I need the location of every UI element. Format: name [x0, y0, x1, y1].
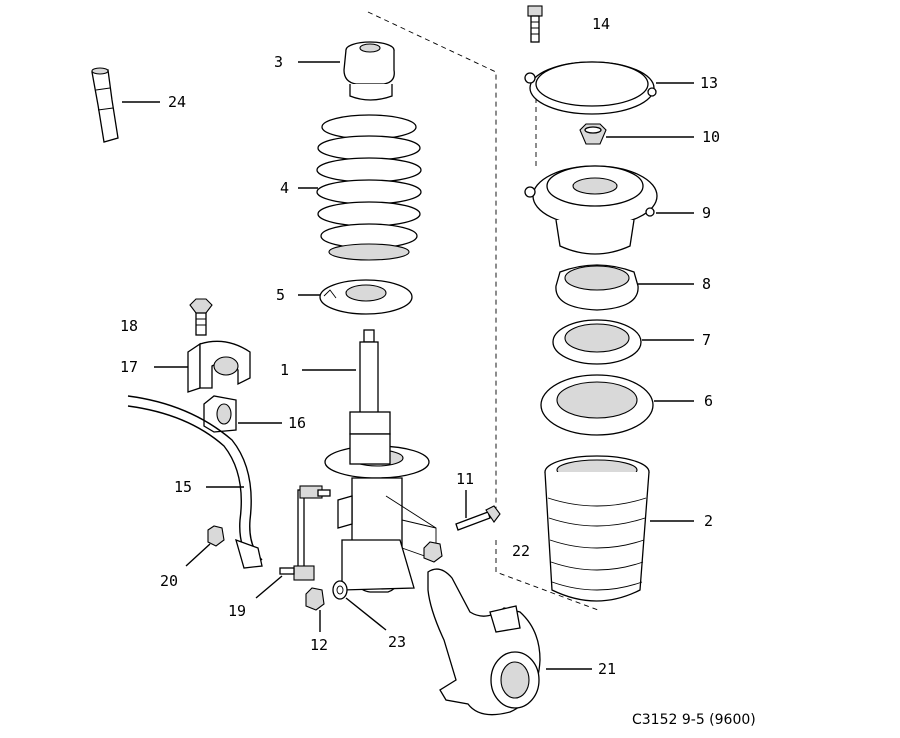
callout-16: 16 — [288, 414, 306, 432]
part-17-clamp — [187, 340, 251, 393]
part-13-cover-plate — [524, 61, 657, 115]
callout-1: 1 — [280, 361, 289, 379]
part-20-nut — [207, 525, 225, 547]
figure-reference: C3152 9-5 (9600) — [632, 712, 756, 728]
part-2-dust-boot — [544, 455, 650, 602]
callout-12: 12 — [310, 636, 328, 654]
part-14-bolt — [527, 5, 543, 43]
callout-18: 18 — [120, 317, 138, 335]
part-8-bearing — [555, 264, 639, 311]
leader-lines — [122, 61, 694, 670]
part-3-bump-stop — [343, 41, 395, 101]
callout-15: 15 — [174, 478, 192, 496]
part-1-strut — [324, 329, 437, 593]
callout-labels: 3 4 5 1 24 14 13 10 9 8 7 6 2 18 17 16 1… — [120, 15, 720, 678]
part-15-stabilizer-bar — [127, 395, 263, 569]
assembly-guide-lines — [367, 11, 599, 611]
part-22-nut — [423, 541, 443, 563]
callout-19: 19 — [228, 602, 246, 620]
callout-6: 6 — [704, 392, 713, 410]
part-18-bolt — [189, 298, 213, 336]
callout-10: 10 — [702, 128, 720, 146]
callout-4: 4 — [280, 179, 289, 197]
callout-2: 2 — [704, 512, 713, 530]
callout-14: 14 — [592, 15, 610, 33]
callout-9: 9 — [702, 204, 711, 222]
callout-22: 22 — [512, 542, 530, 560]
part-12-nut — [305, 587, 325, 611]
part-4-coil-spring — [316, 114, 422, 261]
part-6-upper-seat — [540, 374, 654, 436]
callout-11: 11 — [456, 470, 474, 488]
part-16-bushing — [203, 395, 237, 433]
callout-5: 5 — [276, 286, 285, 304]
part-10-nut — [579, 123, 607, 145]
part-24-sleeve — [91, 67, 119, 143]
callout-20: 20 — [160, 572, 178, 590]
callout-7: 7 — [702, 331, 711, 349]
part-7-ring — [552, 319, 642, 365]
stabilizer-link — [279, 485, 331, 581]
callout-17: 17 — [120, 358, 138, 376]
part-23-washer — [332, 580, 348, 600]
callout-8: 8 — [702, 275, 711, 293]
callout-3: 3 — [274, 53, 283, 71]
part-5-spring-seat — [319, 279, 413, 315]
callout-21: 21 — [598, 660, 616, 678]
callout-23: 23 — [388, 633, 406, 651]
callout-24: 24 — [168, 93, 186, 111]
callout-13: 13 — [700, 74, 718, 92]
part-9-top-mount — [524, 165, 658, 255]
part-21-knuckle — [427, 568, 541, 716]
part-11-bolt — [455, 505, 501, 531]
